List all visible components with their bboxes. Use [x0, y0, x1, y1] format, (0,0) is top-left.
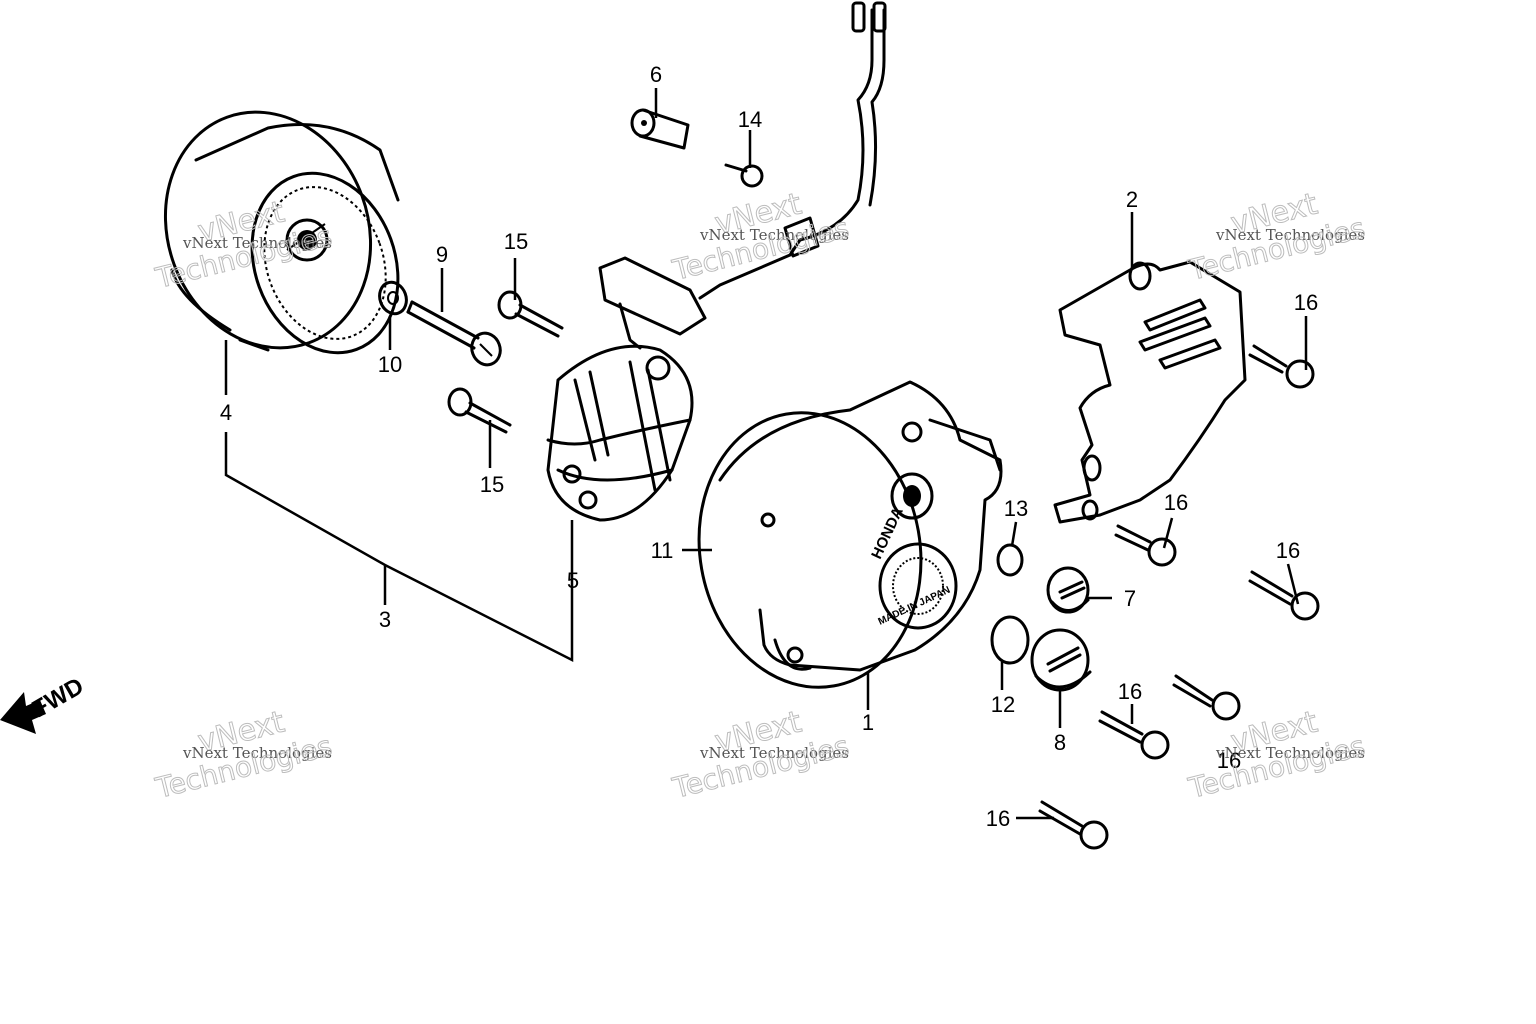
- callout-16a: 16: [1294, 290, 1318, 315]
- callout-labels: 1 2 3 4 5 6 7 8 9 10 11 12 13 14 15 15 1…: [220, 62, 1318, 831]
- callout-10: 10: [378, 352, 402, 377]
- o-ring-large: [990, 615, 1030, 665]
- callout-16e: 16: [1217, 748, 1241, 773]
- o-ring-small: [996, 543, 1024, 577]
- sprocket-cover: [1053, 260, 1247, 524]
- stator-coil: [546, 1, 887, 522]
- cover-bolt-3: [1248, 570, 1320, 621]
- callout-5: 5: [567, 568, 579, 593]
- svg-text:vNext Technologies: vNext Technologies: [182, 234, 332, 252]
- svg-text:vNext Technologies: vNext Technologies: [1215, 226, 1365, 244]
- callout-13: 13: [1004, 496, 1028, 521]
- leader-lines: [224, 88, 1308, 820]
- cover-bolt-1: [1248, 344, 1315, 389]
- callout-16d: 16: [1118, 679, 1142, 704]
- forward-label: FWD: [28, 672, 89, 723]
- cover-bolt-5: [1098, 710, 1170, 760]
- callout-8: 8: [1054, 730, 1066, 755]
- callout-14: 14: [738, 107, 762, 132]
- flywheel-bolt: [406, 300, 502, 367]
- small-screw: [724, 163, 764, 188]
- washer: [378, 280, 408, 316]
- flywheel-rotor: [163, 110, 400, 355]
- cover-bolt-4: [1172, 674, 1241, 721]
- watermark-bottom-left: vNext vNext Technologies Technologies: [151, 704, 335, 805]
- watermark-bottom-right: vNext vNext Technologies Technologies: [1184, 704, 1368, 805]
- callout-1: 1: [862, 710, 874, 735]
- callout-16f: 16: [986, 806, 1010, 831]
- callout-6: 6: [650, 62, 662, 87]
- callout-3: 3: [379, 607, 391, 632]
- svg-text:vNext Technologies: vNext Technologies: [182, 744, 332, 762]
- callout-16b: 16: [1164, 490, 1188, 515]
- stator-bolt-upper: [497, 290, 564, 338]
- crankshaft-hole-cap: [1030, 628, 1092, 692]
- watermark-top-center: vNext vNext Technologies Technologies: [668, 186, 852, 287]
- svg-text:vNext Technologies: vNext Technologies: [699, 744, 849, 762]
- callout-15a: 15: [504, 229, 528, 254]
- svg-text:vNext Technologies: vNext Technologies: [699, 226, 849, 244]
- cover-bolt-2: [1114, 524, 1177, 567]
- wire-grommet: [630, 108, 690, 150]
- callout-7: 7: [1124, 586, 1136, 611]
- watermark-bottom-center: vNext vNext Technologies Technologies: [668, 704, 852, 805]
- callout-4: 4: [220, 400, 232, 425]
- svg-text:vNext Technologies: vNext Technologies: [1215, 744, 1365, 762]
- timing-hole-cap: [1046, 566, 1090, 614]
- stator-bolt-lower: [447, 387, 512, 434]
- cover-bolt-6: [1038, 800, 1109, 850]
- cover-brand-stamp: HONDA: [868, 505, 907, 562]
- callout-15b: 15: [480, 472, 504, 497]
- forward-direction-indicator: FWD: [0, 672, 88, 734]
- watermark-top-right: vNext vNext Technologies Technologies: [1184, 186, 1368, 287]
- generator-cover: HONDA MADE IN JAPAN: [697, 380, 1003, 689]
- watermark-top-left: vNext vNext Technologies Technologies: [151, 194, 335, 295]
- callout-16c: 16: [1276, 538, 1300, 563]
- callout-12: 12: [991, 692, 1015, 717]
- callout-11: 11: [651, 538, 674, 563]
- forward-arrow-icon: [0, 692, 46, 734]
- callout-9: 9: [436, 242, 448, 267]
- callout-2: 2: [1126, 187, 1138, 212]
